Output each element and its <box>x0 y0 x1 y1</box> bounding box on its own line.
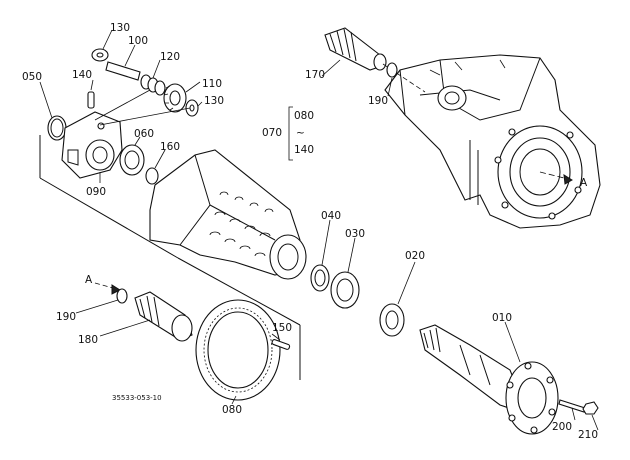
label-130-bottom: 130 <box>204 95 224 107</box>
label-150: 150 <box>272 322 292 334</box>
label-070: 070 <box>262 127 282 139</box>
label-030: 030 <box>345 228 365 240</box>
seal-040 <box>310 264 330 292</box>
label-160: 160 <box>160 141 180 153</box>
label-140-group: 140 <box>294 144 314 156</box>
label-180: 180 <box>78 334 98 346</box>
label-040: 040 <box>321 210 341 222</box>
stub-shaft-180 <box>134 291 193 342</box>
label-120: 120 <box>160 51 180 63</box>
assembly-line-planet <box>94 89 191 126</box>
reference-label-a: A <box>580 177 588 189</box>
label-140: 140 <box>72 69 92 81</box>
label-200: 200 <box>552 421 572 433</box>
transmission-housing <box>384 54 601 229</box>
label-190-bottom: 190 <box>56 311 76 323</box>
ring-gear-080 <box>195 299 281 401</box>
bracket-070 <box>288 106 293 161</box>
oil-seal-020 <box>379 303 405 337</box>
reference-arrow-a-right: A <box>539 171 588 189</box>
snap-ring-190-bottom <box>116 288 128 304</box>
label-080-bottom: 080 <box>222 404 242 416</box>
planet-gear-110 <box>163 83 187 113</box>
axle-housing <box>149 149 307 280</box>
label-060: 060 <box>134 128 154 140</box>
label-100: 100 <box>128 35 148 47</box>
axle-shaft-010 <box>419 324 559 435</box>
drawing-code: 35533-053-10 <box>112 394 162 402</box>
label-110: 110 <box>202 78 222 90</box>
nut-210 <box>582 401 599 415</box>
label-190-top: 190 <box>368 95 388 107</box>
label-080-top: 080 <box>294 110 314 122</box>
label-130-top: 130 <box>110 22 130 34</box>
washer-130-top <box>91 48 109 62</box>
part-labels: 130 100 120 110 130 140 050 060 160 090 … <box>22 22 598 441</box>
hub-bolt-200 <box>558 399 586 413</box>
label-210: 210 <box>578 429 598 441</box>
label-090: 090 <box>86 186 106 198</box>
bearing-030 <box>330 271 360 309</box>
label-050: 050 <box>22 71 42 83</box>
pin-140 <box>87 91 95 109</box>
label-170: 170 <box>305 69 325 81</box>
shaft-100 <box>105 61 141 81</box>
leader-lines <box>39 29 599 431</box>
reference-label-a-left: A <box>85 274 93 286</box>
input-shaft-170 <box>324 27 426 93</box>
pin-150 <box>271 339 291 350</box>
planet-carrier-090 <box>61 111 123 179</box>
label-020: 020 <box>405 250 425 262</box>
snap-ring-160 <box>145 167 159 185</box>
reference-arrow-a-left: A <box>85 274 122 295</box>
label-010: 010 <box>492 312 512 324</box>
washer-130-bottom <box>185 99 199 117</box>
snap-ring-190-top <box>386 62 398 78</box>
label-tilde: ~ <box>296 127 305 139</box>
bearing-060 <box>119 144 145 176</box>
snap-ring-050 <box>47 115 67 141</box>
group-frame-lines <box>39 135 301 380</box>
